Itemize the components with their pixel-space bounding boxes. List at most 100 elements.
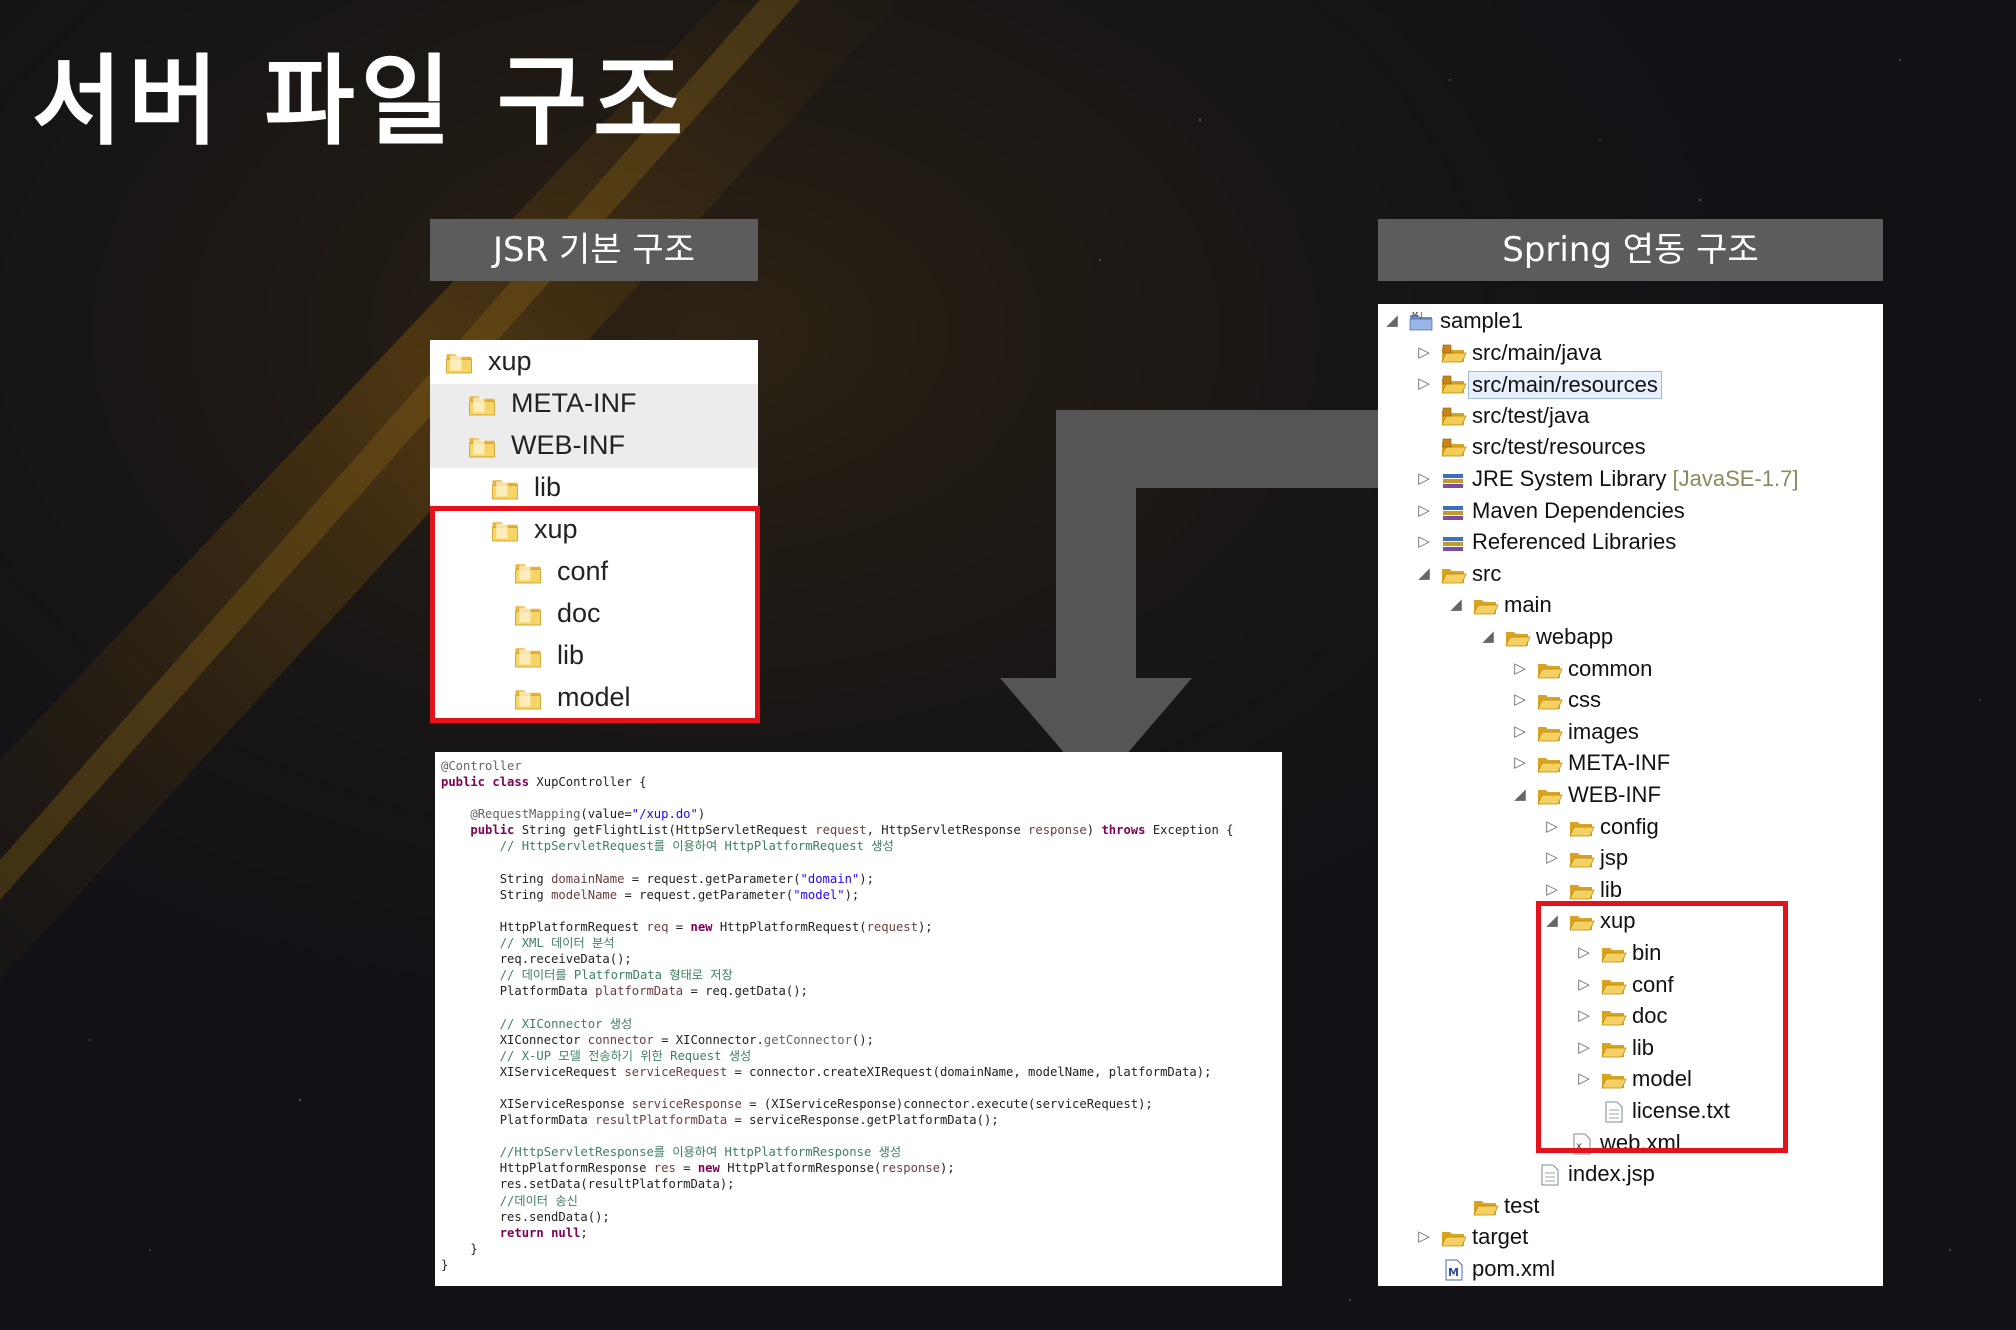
expanded-twisty-icon[interactable]: ◢ [1482,628,1494,645]
project-tree-item-label: config [1600,813,1659,839]
project-tree-item-label: Maven Dependencies [1472,497,1685,523]
page-title: 서버 파일 구조 [32,45,690,159]
folder-icon [513,559,543,594]
folder-icon [1536,752,1564,782]
collapsed-twisty-icon[interactable]: ▷ [1418,501,1430,519]
collapsed-twisty-icon[interactable]: ▷ [1514,691,1526,709]
collapsed-twisty-icon[interactable]: ▷ [1418,375,1430,393]
jsr-tree-item[interactable]: xup [430,342,758,384]
collapsed-twisty-icon[interactable]: ▷ [1578,975,1590,993]
project-tree-item-label: src/main/java [1472,339,1602,365]
collapsed-twisty-icon[interactable]: ▷ [1418,470,1430,487]
code-line: HttpPlatformRequest req = new HttpPlatfo… [441,919,933,934]
jsr-tree-item-label: WEB-INF [511,430,625,460]
code-line: req.receiveData(); [441,952,632,967]
expanded-twisty-icon[interactable]: ◢ [1418,564,1430,582]
code-line: public class XupController { [441,775,647,790]
expanded-twisty-icon[interactable]: ◢ [1386,312,1398,329]
project-tree-item-label: conf [1632,971,1674,997]
library-icon [1440,500,1468,530]
code-line: public String getFlightList(HttpServletR… [470,823,1234,838]
jsr-tree-item[interactable]: xup [430,510,758,552]
code-line: XIServiceRequest serviceRequest = connec… [441,1064,1212,1079]
svg-text:M J: M J [1412,311,1422,319]
expanded-twisty-icon[interactable]: ◢ [1514,786,1526,803]
collapsed-twisty-icon[interactable]: ▷ [1578,1070,1590,1088]
folder-icon [490,517,520,552]
collapsed-twisty-icon[interactable]: ▷ [1578,944,1590,961]
jsr-tree-item-label: lib [534,472,562,502]
project-tree-item-label: index.jsp [1568,1161,1655,1187]
spring-project-explorer: ◢ M J sample1 ▷ src/main/java ▷ src/main/resou… [1378,304,1883,1286]
code-line [441,1128,1234,1144]
project-tree-item-label: bin [1632,940,1662,965]
code-line [441,790,1234,806]
jsr-structure-label: JSR 기본 구조 [430,219,758,281]
folder-icon [1568,847,1596,877]
project-tree-item-label: main [1504,592,1552,618]
project-tree-item-label: test [1504,1192,1540,1218]
jsr-tree-item[interactable]: META-INF [430,384,758,426]
collapsed-twisty-icon[interactable]: ▷ [1578,1007,1590,1025]
project-tree-item-label: JRE System Library [JavaSE-1.7] [1472,466,1799,491]
collapsed-twisty-icon[interactable]: ▷ [1546,817,1558,835]
library-icon [1440,531,1468,561]
folder-icon [1440,1226,1468,1256]
jsr-tree-item[interactable]: WEB-INF [430,426,758,468]
expanded-twisty-icon[interactable]: ◢ [1450,596,1462,614]
code-line: PlatformData platformData = req.getData(… [441,984,808,999]
folder-icon [1568,879,1596,909]
project-tree-item-label: src/main/resources [1468,371,1662,400]
jsr-tree-item[interactable]: doc [430,594,758,636]
package-folder-icon [1440,436,1468,466]
collapsed-twisty-icon[interactable]: ▷ [1514,722,1526,740]
folder-icon [513,685,543,720]
code-line: String modelName = request.getParameter(… [441,887,860,902]
project-tree-item-label: sample1 [1440,308,1524,333]
collapsed-twisty-icon[interactable]: ▷ [1514,754,1526,772]
folder-icon [490,475,520,510]
collapsed-twisty-icon[interactable]: ▷ [1578,1038,1590,1056]
jsr-tree-item-label: lib [557,640,585,670]
code-line: // XIConnector 생성 [499,1016,633,1031]
folder-icon [513,601,543,636]
collapsed-twisty-icon[interactable]: ▷ [1546,880,1558,898]
code-line: XIConnector connector = XIConnector.getC… [441,1032,874,1047]
spring-xup-highlight-box [1536,901,1788,1153]
spring-structure-label: Spring 연동 구조 [1378,219,1883,281]
code-line: // 데이터를 PlatformData 형태로 저장 [499,968,733,983]
project-tree-item-label: model [1632,1066,1692,1092]
code-line: // XML 데이터 분석 [499,936,615,951]
collapsed-twisty-icon[interactable]: ▷ [1418,533,1430,551]
jsr-tree-item-label: xup [534,514,578,544]
jsr-tree-item-label: doc [557,598,601,628]
project-tree-item-label: images [1568,718,1639,744]
project-tree-item-label: license.txt [1632,1098,1730,1123]
folder-icon [1568,816,1596,846]
project-tree-item-label: jsp [1600,845,1629,871]
jsr-tree-item[interactable]: lib [430,468,758,510]
code-line: } [441,1241,478,1256]
library-version-suffix: [JavaSE-1.7] [1666,466,1799,491]
library-icon [1440,468,1468,498]
project-tree-item-label: lib [1600,876,1623,902]
file-icon [1600,1100,1628,1130]
file-icon [1536,1163,1564,1193]
collapsed-twisty-icon[interactable]: ▷ [1418,343,1430,361]
expanded-twisty-icon[interactable]: ◢ [1546,912,1558,930]
code-line: // X-UP 모델 전송하기 위한 Request 생성 [499,1048,752,1063]
collapsed-twisty-icon[interactable]: ▷ [1418,1228,1430,1246]
jsr-tree-item[interactable]: lib [430,636,758,678]
jsr-tree-item[interactable]: conf [430,552,758,594]
code-line: res.sendData(); [441,1209,610,1224]
folder-icon [1600,974,1628,1004]
folder-icon [1600,1068,1628,1098]
collapsed-twisty-icon[interactable]: ▷ [1514,659,1526,677]
project-tree-item-label: WEB-INF [1568,782,1661,807]
jsr-tree-item[interactable]: model [430,678,758,720]
code-line [441,1080,1234,1096]
collapsed-twisty-icon[interactable]: ▷ [1546,849,1558,867]
folder-icon [1600,942,1628,972]
folder-icon [1472,594,1500,624]
